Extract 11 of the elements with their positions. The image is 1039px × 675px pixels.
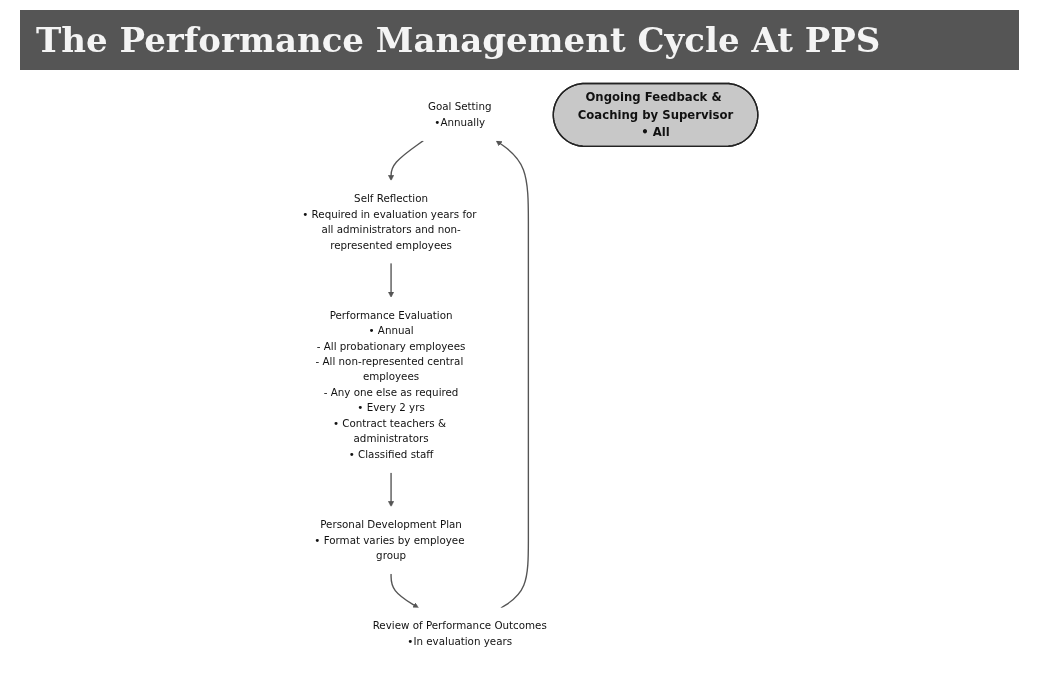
arrow bbox=[388, 139, 424, 181]
node-text: Goal Setting •Annually bbox=[427, 100, 492, 129]
node-text: Review of Performance Outcomes •In evaluation years bbox=[372, 619, 547, 648]
arrow bbox=[390, 573, 419, 609]
arrow bbox=[388, 471, 395, 507]
node-text: Self Reflection • Required in evaluation years for all administrators and non-represented employees bbox=[302, 192, 477, 252]
node-text: Performance Evaluation • Annual - All probationary employees - All non-represented central employees - Any one else as required • Every 2 yrs • Contract teachers & administrators • Classified staff bbox=[315, 309, 466, 461]
arrow bbox=[388, 262, 395, 298]
arrow bbox=[495, 140, 530, 609]
title-banner: The Performance Management Cycle At PPS bbox=[20, 10, 1019, 70]
node-text: Personal Development Plan • Format varies by employee group bbox=[314, 518, 465, 562]
